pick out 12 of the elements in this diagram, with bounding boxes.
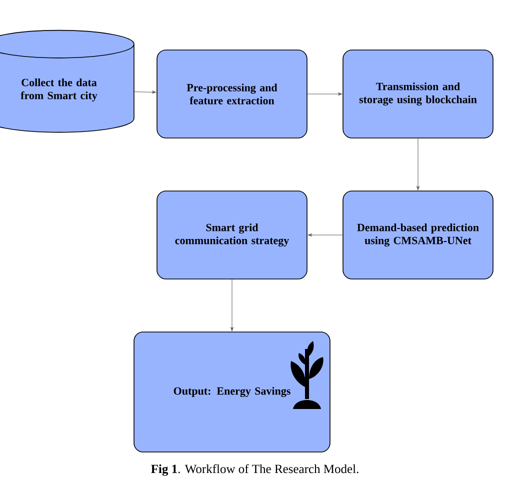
arrow [230,279,234,332]
process-box: Pre-processing and feature extraction [156,50,308,138]
caption: Fig 1. Workflow of The Research Model. [151,464,358,476]
arrow [307,92,342,96]
arrow [416,138,420,190]
process-box: Smart grid communication strategy [156,190,308,280]
arrow [134,90,156,94]
process-box: Demand-based prediction using CMSAMB-UNet [342,190,494,280]
database-cylinder: Collect the data from Smart city [0,30,134,133]
arrow [308,234,343,236]
process-box: Output: Energy Savings [134,332,330,452]
process-box: Transmission and storage using blockchain [342,50,494,138]
